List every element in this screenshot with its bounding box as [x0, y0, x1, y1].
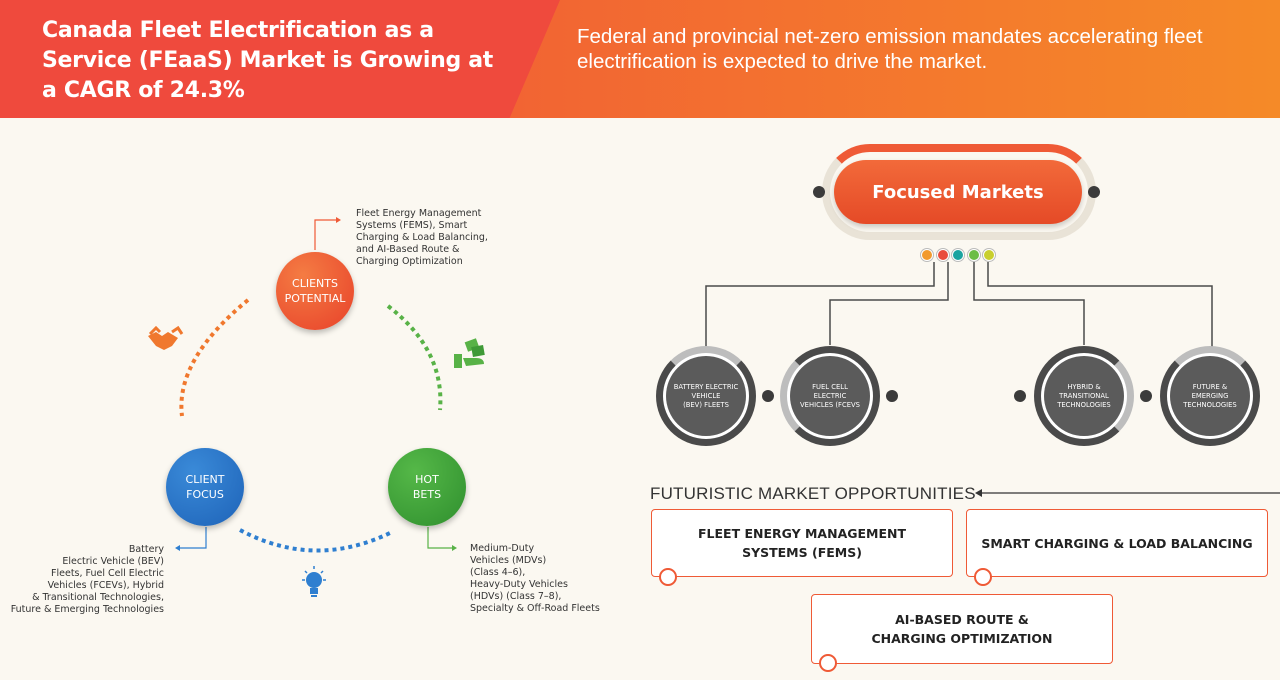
market-fcev-label: FUEL CELL ELECTRIC VEHICLES (FCEVS — [800, 382, 860, 409]
opportunity-ai-route: AI-BASED ROUTE & CHARGING OPTIMIZATION — [811, 594, 1113, 664]
connector-potential-arrow — [336, 217, 341, 223]
handshake-icon — [148, 325, 184, 350]
connector-focus — [180, 527, 207, 549]
color-dot-1 — [921, 249, 933, 261]
opportunity-fems: FLEET ENERGY MANAGEMENT SYSTEMS (FEMS) — [651, 509, 953, 577]
arc-green — [386, 304, 443, 411]
opportunity-fems-label: FLEET ENERGY MANAGEMENT SYSTEMS (FEMS) — [697, 526, 907, 560]
client-focus-circle: CLIENT FOCUS — [166, 448, 244, 526]
market-hybrid-dot — [1014, 390, 1026, 402]
pill-right-dot — [1088, 186, 1100, 198]
client-focus-note: Battery Electric Vehicle (BEV) Fleets, F… — [10, 544, 164, 615]
color-dot-5 — [983, 249, 995, 261]
opportunity-smart-charging: SMART CHARGING & LOAD BALANCING — [966, 509, 1268, 577]
color-dot-3 — [952, 249, 964, 261]
opportunities-arrow-head — [975, 489, 982, 497]
money-hand-icon — [454, 338, 485, 368]
hot-bets-note: Medium-Duty Vehicles (MDVs) (Class 4–6),… — [470, 543, 600, 614]
opportunity-smart-charging-marker — [974, 568, 992, 586]
market-future-label: FUTURE & EMERGING TECHNOLOGIES — [1183, 382, 1237, 409]
connector-potential — [314, 219, 336, 250]
opportunity-ai-route-label: AI-BASED ROUTE & CHARGING OPTIMIZATION — [871, 612, 1053, 646]
market-bev-label: BATTERY ELECTRIC VEHICLE (BEV) FLEETS — [673, 382, 739, 409]
hot-bets-circle: HOT BETS — [388, 448, 466, 526]
header-banner: Canada Fleet Electrification as a Servic… — [0, 0, 1280, 118]
clients-potential-note: Fleet Energy Management Systems (FEMS), … — [356, 208, 488, 267]
market-bev: BATTERY ELECTRIC VEHICLE (BEV) FLEETS — [666, 356, 746, 436]
connector-future — [987, 262, 1213, 360]
page-title: Canada Fleet Electrification as a Servic… — [42, 18, 494, 103]
arc-blue — [239, 528, 393, 553]
market-fcev-dot — [886, 390, 898, 402]
connector-fcev — [829, 262, 949, 345]
connector-bev — [705, 262, 935, 360]
header-title-panel — [0, 0, 560, 118]
focused-markets-title: Focused Markets — [872, 181, 1044, 203]
market-future-dot — [1140, 390, 1152, 402]
client-focus-label: CLIENT FOCUS — [185, 473, 225, 501]
connector-hot-arrow — [452, 545, 457, 551]
opportunity-smart-charging-label: SMART CHARGING & LOAD BALANCING — [981, 535, 1253, 551]
connector-hybrid — [973, 262, 1085, 345]
market-fcev: FUEL CELL ELECTRIC VEHICLES (FCEVS — [790, 356, 870, 436]
opportunities-title: FUTURISTIC MARKET OPPORTUNITIES — [650, 484, 976, 503]
market-hybrid: HYBRID & TRANSITIONAL TECHNOLOGIES — [1044, 356, 1124, 436]
color-dot-2 — [936, 249, 949, 261]
clients-potential-label: CLIENTS POTENTIAL — [284, 277, 346, 305]
focused-markets-pill: Focused Markets — [834, 160, 1082, 224]
connector-focus-arrow — [175, 545, 180, 551]
clients-potential-circle: CLIENTS POTENTIAL — [276, 252, 354, 330]
hot-bets-label: HOT BETS — [412, 473, 442, 501]
pill-left-dot — [813, 186, 825, 198]
opportunity-ai-route-marker — [819, 654, 837, 672]
arc-orange — [179, 298, 250, 417]
opportunity-fems-marker — [659, 568, 677, 586]
market-bev-dot — [762, 390, 774, 402]
lightbulb-icon — [302, 566, 326, 597]
market-future: FUTURE & EMERGING TECHNOLOGIES — [1170, 356, 1250, 436]
color-dot-4 — [967, 249, 980, 261]
market-hybrid-label: HYBRID & TRANSITIONAL TECHNOLOGIES — [1057, 382, 1111, 409]
page-subtitle: Federal and provincial net-zero emission… — [577, 25, 1203, 73]
connector-hot — [427, 527, 452, 549]
